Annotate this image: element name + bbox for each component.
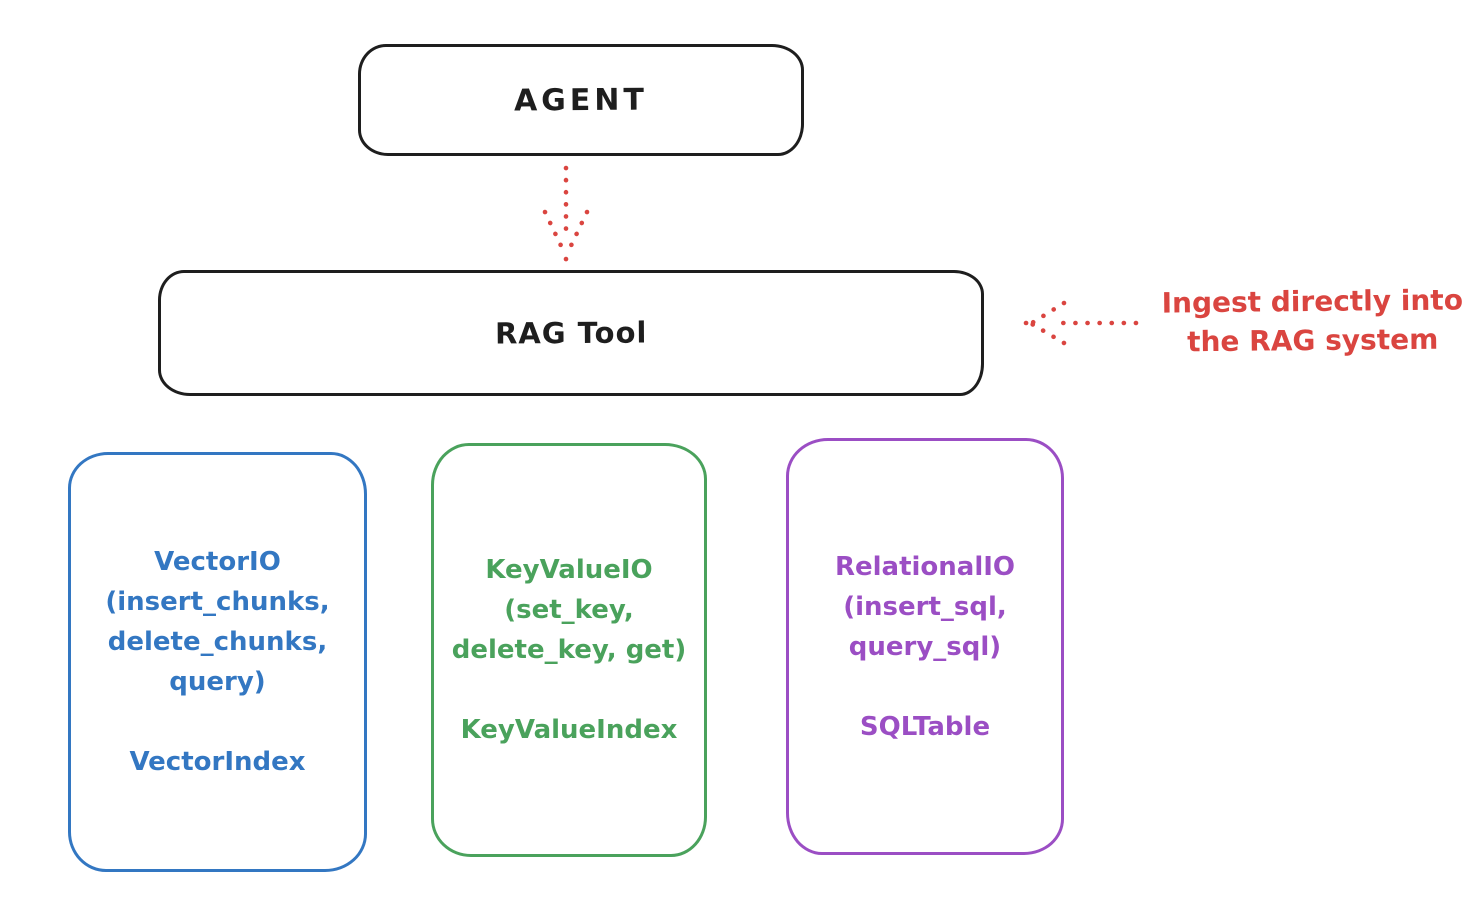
vector-io-line: query)	[169, 667, 266, 697]
relational-io-line: RelationalIO	[834, 551, 1016, 582]
agent-node: AGENT	[358, 44, 804, 156]
arrow-head-bottom	[1029, 321, 1067, 346]
keyvalue-io-node: KeyValueIO (set_key, delete_key, get) Ke…	[431, 443, 707, 857]
vector-io-node: VectorIO (insert_chunks, delete_chunks, …	[68, 452, 367, 872]
relational-io-line: query_sql)	[848, 631, 1002, 662]
rag-tool-node-label: RAG Tool	[494, 315, 648, 351]
relational-io-line: (insert_sql,	[843, 591, 1007, 622]
arrow-head-top	[1029, 300, 1067, 326]
vector-io-line: VectorIO	[154, 547, 281, 577]
keyvalue-io-line: (set_key,	[504, 595, 634, 625]
arrow-head-right	[565, 209, 590, 255]
vector-io-index-label: VectorIndex	[129, 747, 306, 777]
rag-tool-node: RAG Tool	[158, 270, 984, 396]
arrow-head-left	[542, 209, 567, 255]
keyvalue-io-line: delete_key, get)	[451, 635, 687, 665]
vector-io-line: delete_chunks,	[107, 627, 328, 657]
keyvalue-io-index-label: KeyValueIndex	[460, 715, 678, 745]
relational-io-table-label: SQLTable	[859, 711, 991, 742]
vector-io-line: (insert_chunks,	[105, 587, 330, 617]
ingest-annotation: Ingest directly into the RAG system	[1140, 280, 1484, 362]
relational-io-node: RelationalIO (insert_sql, query_sql) SQL…	[786, 438, 1064, 855]
ingest-annotation-line1: Ingest directly into	[1161, 283, 1464, 320]
keyvalue-io-line: KeyValueIO	[485, 555, 653, 585]
ingest-annotation-line2: the RAG system	[1186, 322, 1439, 359]
agent-node-label: AGENT	[513, 82, 649, 118]
